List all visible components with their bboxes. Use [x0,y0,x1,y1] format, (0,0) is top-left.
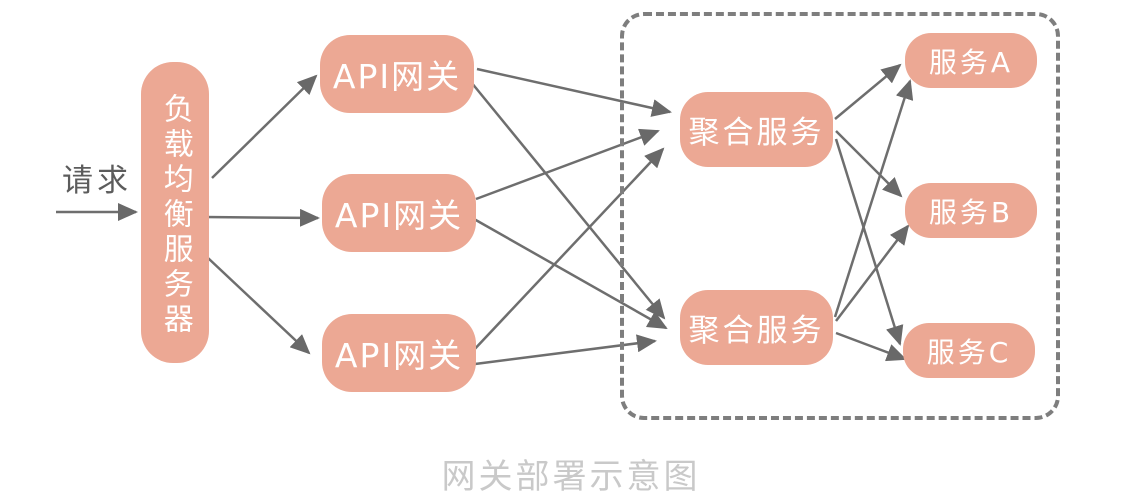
edge-load-balancer-to-api-gateway-1 [211,74,318,179]
node-api-gateway-2: API网关 [322,174,476,252]
request-label: 请求 [62,163,132,199]
node-service-b: 服务B [905,183,1037,238]
node-api-gateway-3: API网关 [322,314,476,392]
node-service-a: 服务A [905,33,1037,88]
node-aggregation-service-2: 聚合服务 [680,290,833,365]
edge-load-balancer-to-api-gateway-2 [203,208,320,227]
node-aggregation-service-1: 聚合服务 [680,92,833,167]
node-load-balancer: 负载均衡服务器 [141,62,209,363]
node-service-c: 服务C [903,323,1035,378]
diagram-caption: 网关部署示意图 [441,457,701,496]
node-api-gateway-1: API网关 [320,35,474,113]
aggregation-cluster-boundary [620,12,1060,420]
edge-load-balancer-to-api-gateway-3 [207,257,311,355]
